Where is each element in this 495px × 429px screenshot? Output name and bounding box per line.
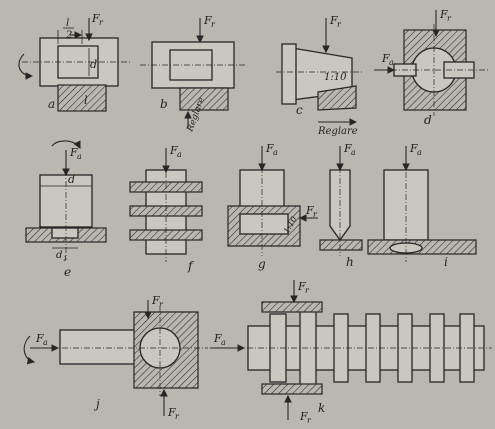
label-e: e: [64, 265, 71, 279]
sketch-k: F a F r F r k: [210, 280, 492, 425]
svg-text:r: r: [175, 412, 180, 421]
label-f: f: [187, 259, 195, 273]
dim-d-e: d: [68, 173, 75, 186]
svg-text:a: a: [273, 148, 278, 157]
force-fa-j: F: [35, 332, 44, 345]
force-fr-c: F: [329, 14, 338, 27]
dim-taper: 1:10: [324, 72, 347, 83]
sketch-i: F a i: [367, 142, 477, 269]
label-h: h: [346, 255, 354, 269]
force-fa-i: F: [409, 142, 418, 155]
label-g: g: [258, 257, 266, 271]
annotation-reglare-c: Reglare: [317, 126, 358, 137]
svg-text:a: a: [351, 148, 356, 157]
dim-l-a: l: [84, 94, 88, 107]
svg-text:r: r: [99, 18, 104, 27]
force-fr-j-bottom: F: [167, 406, 176, 419]
rotation-arrow-icon: [18, 53, 34, 80]
svg-text:r: r: [307, 416, 312, 425]
force-fr-j-top: F: [151, 294, 160, 307]
force-fa-g: F: [265, 142, 274, 155]
svg-text:r: r: [447, 14, 452, 23]
svg-text:a: a: [389, 58, 394, 67]
dim-half-l-den: 2: [65, 30, 72, 41]
label-i: i: [444, 255, 448, 269]
force-fa-k: F: [213, 332, 222, 345]
sketch-c: F r 1:10 Reglare c: [276, 14, 362, 137]
force-fr-g: F: [305, 204, 314, 217]
dim-half-l-num: l: [66, 18, 69, 29]
svg-text:a: a: [417, 148, 422, 157]
label-c: c: [296, 103, 303, 117]
svg-text:a: a: [177, 150, 182, 159]
svg-text:a: a: [221, 338, 226, 347]
sketch-g: F a F r 1:10 g: [227, 142, 318, 271]
label-a: a: [48, 97, 55, 111]
force-fr-k-top: F: [297, 280, 306, 293]
sketch-f: F a f: [129, 144, 203, 273]
svg-text:a: a: [77, 152, 82, 161]
sketch-j: F a F r F r j: [23, 294, 208, 421]
label-k: k: [318, 401, 325, 415]
dim-d-a: d: [90, 58, 97, 71]
svg-text:r: r: [305, 286, 310, 295]
svg-text:r: r: [337, 20, 342, 29]
sketch-e: F a d d 1 e: [25, 140, 107, 279]
svg-text:r: r: [159, 300, 164, 309]
sketch-d: F r F a d: [374, 8, 488, 127]
rotation-arrow-e-icon: [51, 140, 81, 149]
sketch-h: F a h: [319, 142, 363, 269]
label-b: b: [160, 97, 168, 111]
force-fa-f: F: [169, 144, 178, 157]
rotation-arrow-j-icon: [23, 335, 36, 365]
force-fa-e: F: [69, 146, 78, 159]
force-fr-b: F: [203, 14, 212, 27]
force-fr-d: F: [439, 8, 448, 21]
dim-d1: d: [56, 250, 62, 261]
force-fa-h: F: [343, 142, 352, 155]
force-fr-k-bottom: F: [299, 410, 308, 423]
label-d: d: [424, 113, 432, 127]
sketch-b: F r Reglare b: [140, 14, 245, 134]
svg-text:r: r: [211, 20, 216, 29]
svg-text:r: r: [313, 210, 318, 219]
svg-text:1: 1: [63, 255, 67, 263]
label-j: j: [93, 397, 100, 411]
force-fr-a: F: [91, 12, 100, 25]
svg-text:a: a: [43, 338, 48, 347]
sketch-a: l 2 F r d l a: [18, 12, 130, 112]
force-fa-d: F: [381, 52, 390, 65]
